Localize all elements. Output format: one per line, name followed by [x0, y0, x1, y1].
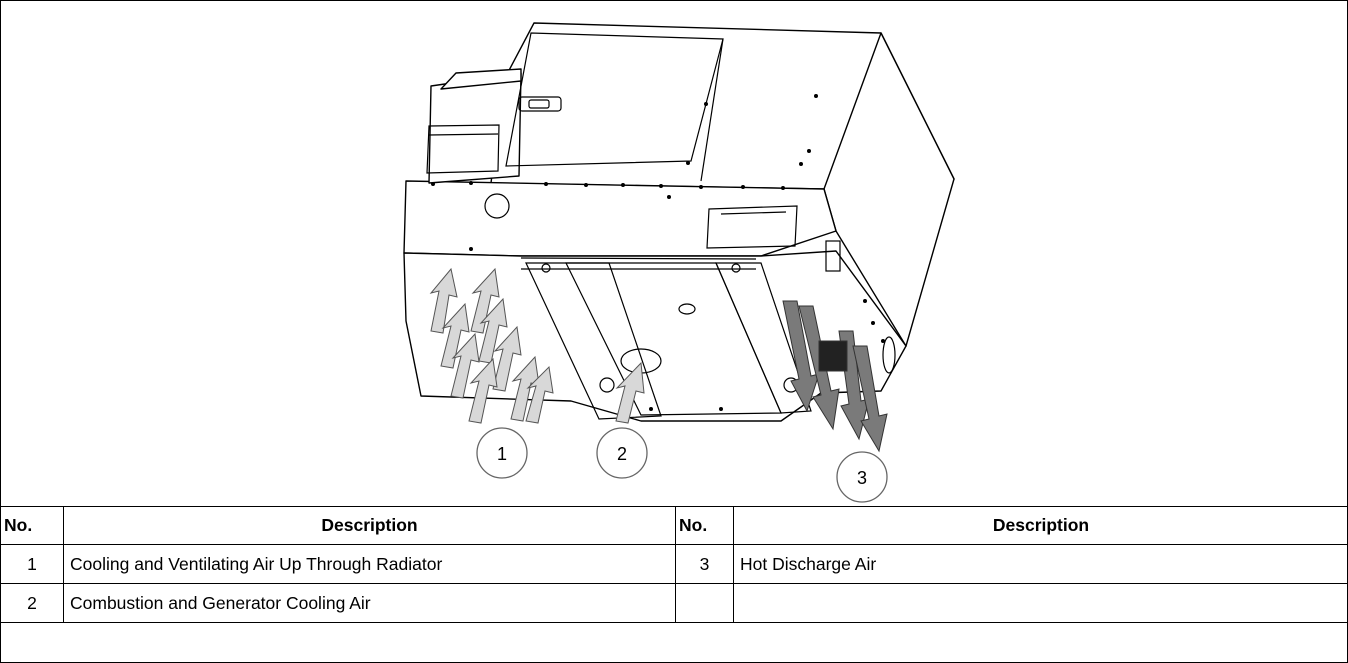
top-panel-details — [426, 32, 896, 420]
row-description: Combustion and Generator Cooling Air — [63, 583, 676, 623]
legend-table: No. Description No. Description 1 Coolin… — [0, 506, 1348, 623]
callout-2: 2 — [596, 427, 648, 479]
airflow-arrow-combustion — [615, 361, 645, 424]
row-number: 2 — [0, 583, 64, 623]
callout-1-label: 1 — [497, 444, 507, 464]
row-description: Hot Discharge Air — [733, 544, 1348, 584]
row-number: 1 — [0, 544, 64, 584]
row-description — [733, 583, 1348, 623]
header-description-left: Description — [63, 506, 676, 545]
callout-2-label: 2 — [617, 444, 627, 464]
header-description-right: Description — [733, 506, 1348, 545]
row-number — [675, 583, 734, 623]
row-number: 3 — [675, 544, 734, 584]
callout-3-label: 3 — [857, 468, 867, 488]
airflow-arrows-cooling — [429, 267, 554, 424]
generator-airflow-figure: 1 2 3 — [1, 1, 1347, 507]
airflow-arrows-discharge — [782, 300, 888, 453]
callout-3: 3 — [836, 451, 888, 503]
table-row: 1 Cooling and Ventilating Air Up Through… — [0, 544, 1348, 584]
header-no-right: No. — [675, 506, 734, 545]
callout-1: 1 — [476, 427, 528, 479]
header-no-left: No. — [0, 506, 64, 545]
table-row: 2 Combustion and Generator Cooling Air — [0, 583, 1348, 623]
legend-header-row: No. Description No. Description — [0, 506, 1348, 545]
row-description: Cooling and Ventilating Air Up Through R… — [63, 544, 676, 584]
rivets — [431, 94, 885, 411]
generator-illustration: 1 2 3 — [403, 22, 955, 503]
